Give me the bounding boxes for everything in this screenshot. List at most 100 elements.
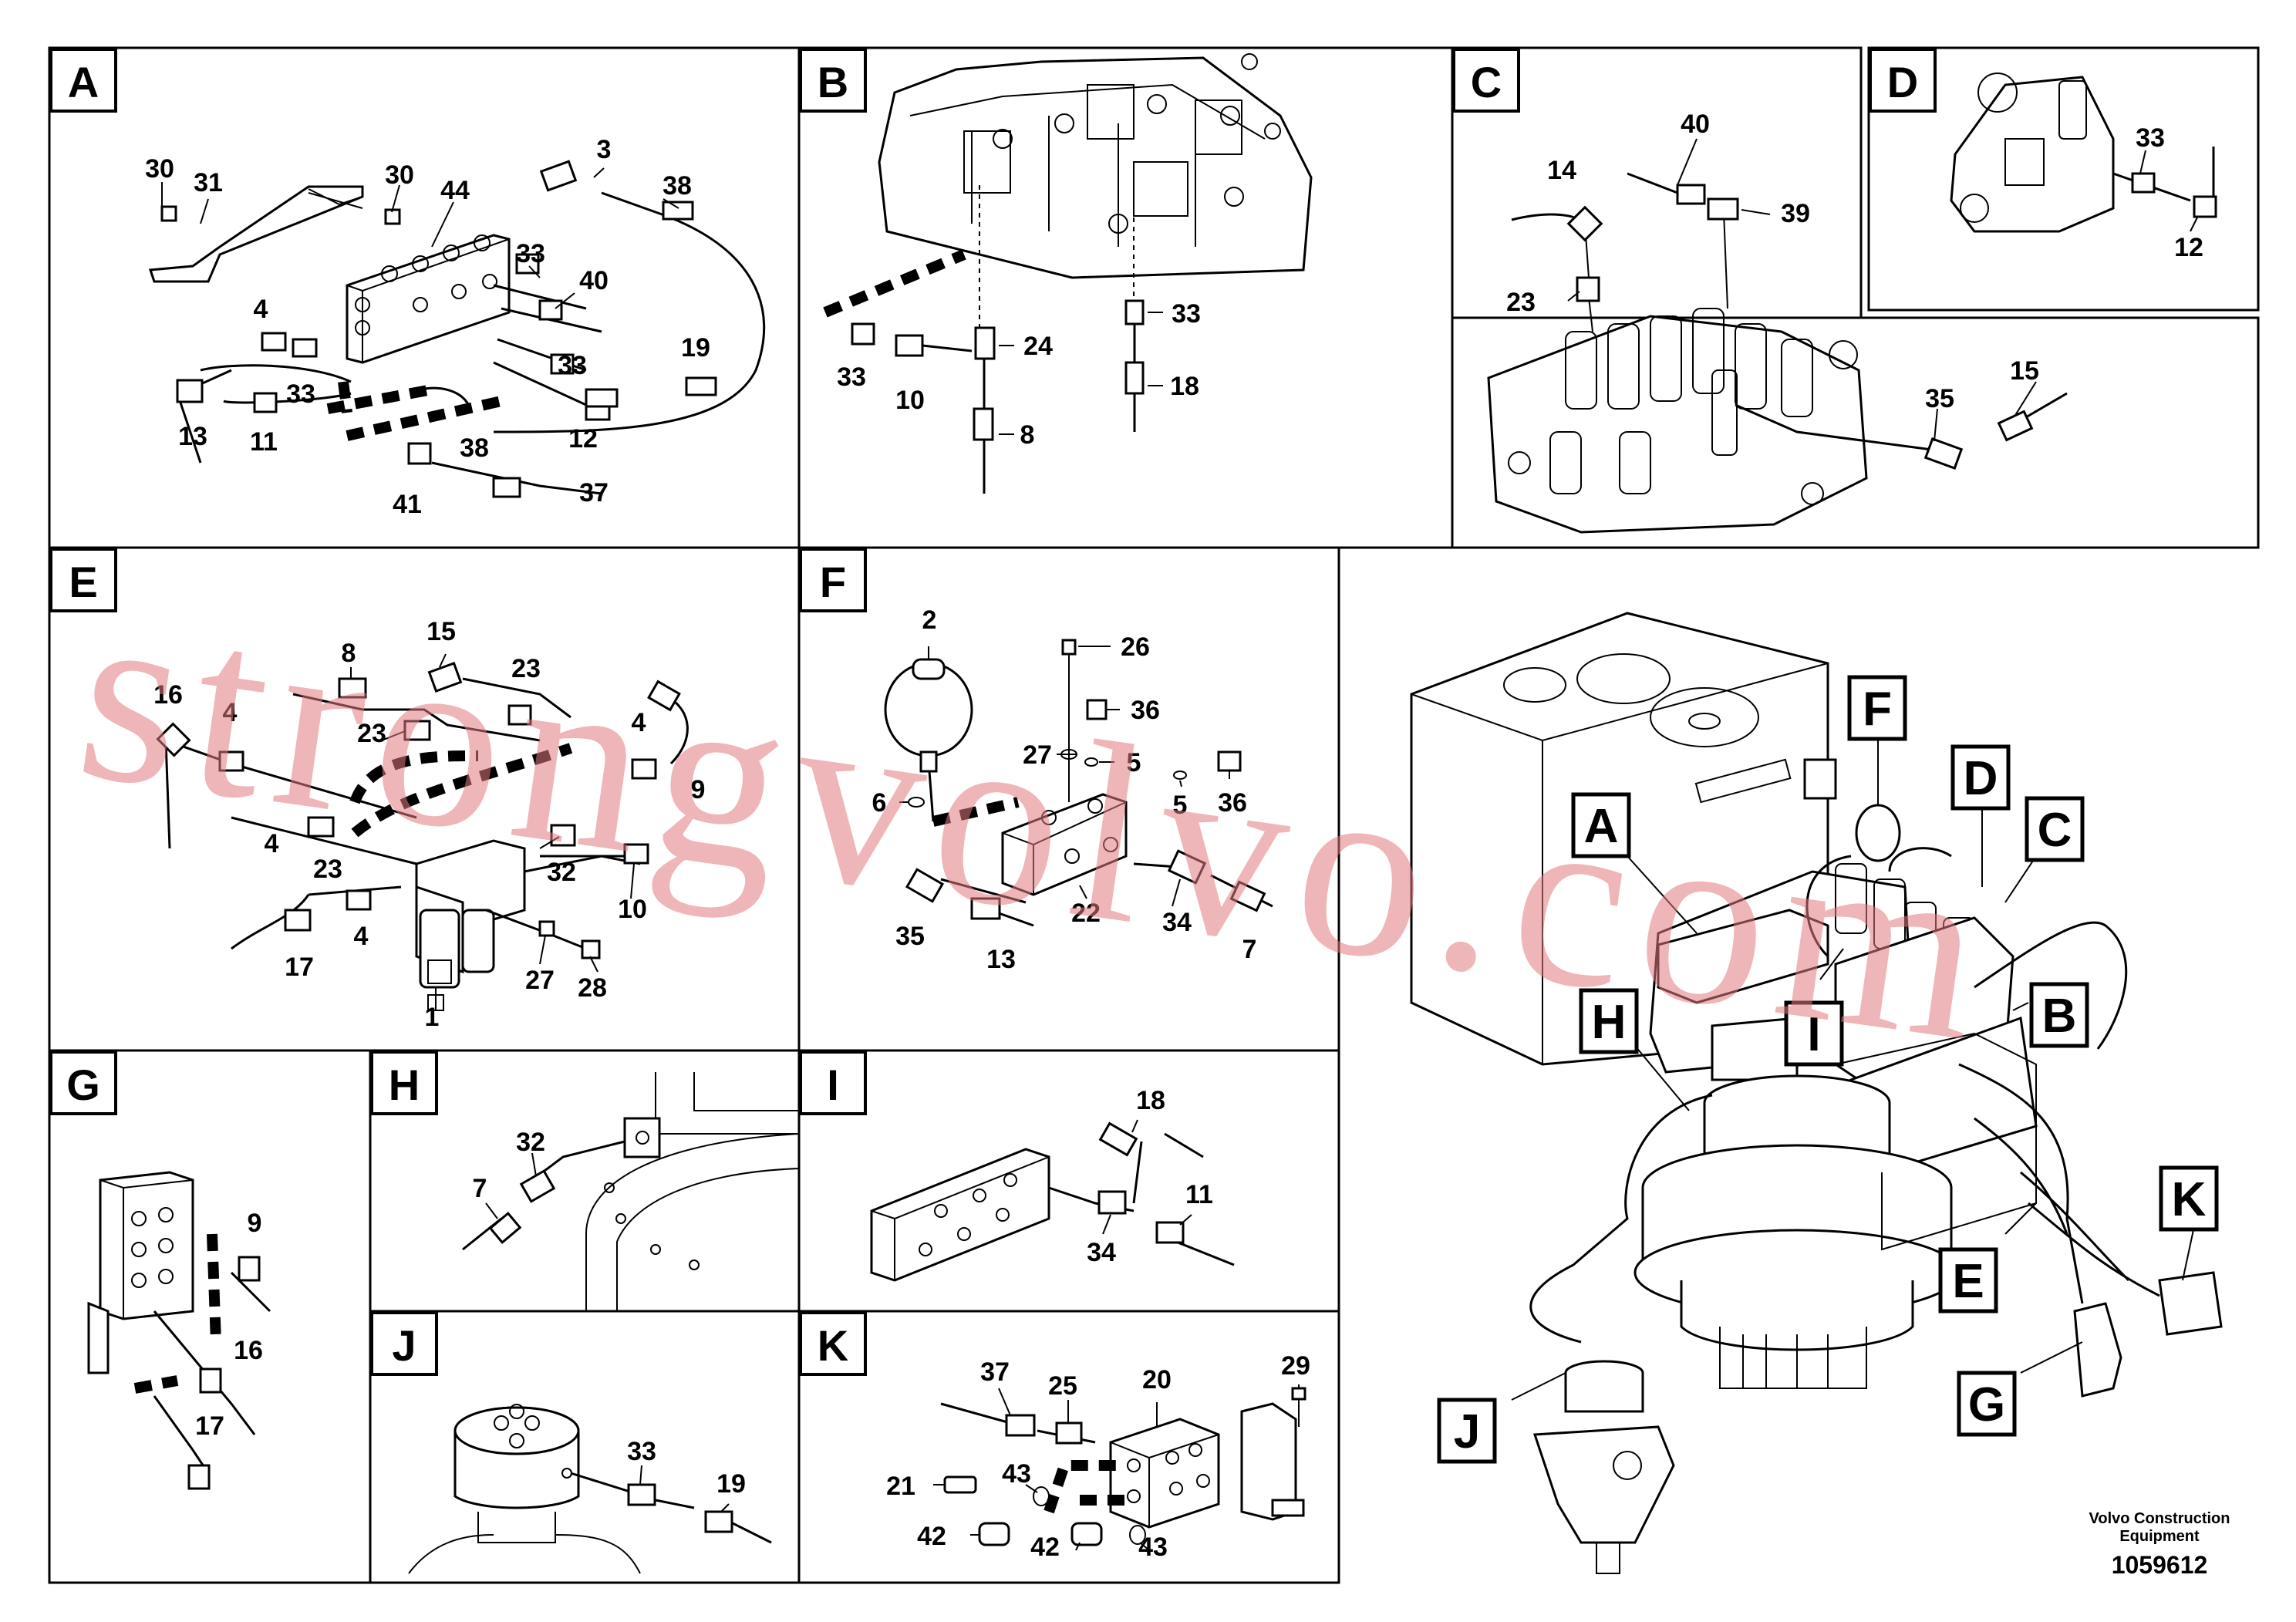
callout-a-31: 31	[194, 168, 223, 197]
callout-e-32: 32	[547, 858, 576, 887]
callout-b-24: 24	[1023, 332, 1053, 361]
callout-k-42b: 42	[1030, 1533, 1060, 1562]
panel-j-letter: J	[392, 1321, 416, 1370]
callout-c-35: 35	[1925, 384, 1954, 413]
callout-g-17: 17	[195, 1411, 224, 1441]
footer-company: Volvo Construction	[2089, 1510, 2230, 1527]
callout-k-20: 20	[1142, 1365, 1172, 1394]
callout-a-38a: 38	[663, 171, 692, 201]
callout-a-30b: 30	[385, 160, 414, 190]
callout-i-18: 18	[1136, 1086, 1165, 1115]
callout-e-4b: 4	[632, 708, 646, 737]
panel-h: H 32 7	[369, 1049, 801, 1313]
callout-a-4: 4	[254, 295, 268, 324]
panel-i-letter: I	[827, 1061, 839, 1109]
overview-assembly: F D A C H I B K E G J	[1410, 612, 2223, 1574]
callout-f-5a: 5	[1127, 748, 1141, 777]
callout-k-43b: 43	[1138, 1533, 1168, 1562]
callout-k-21: 21	[886, 1472, 915, 1501]
callout-a-12: 12	[568, 424, 598, 454]
panel-e: E	[48, 546, 801, 1052]
panel-e-letter: E	[69, 558, 97, 606]
callout-a-41: 41	[393, 490, 422, 519]
panel-c: C 40 14 39 23 35 15	[1451, 46, 2260, 549]
callout-e-28: 28	[578, 973, 607, 1003]
overview-label-j: J	[1454, 1405, 1480, 1458]
overview-label-i: I	[1807, 1008, 1820, 1061]
callout-e-8: 8	[342, 639, 356, 668]
callout-d-12: 12	[2174, 233, 2203, 262]
callout-k-43a: 43	[1002, 1459, 1031, 1489]
callout-c-15: 15	[2010, 356, 2039, 386]
callout-e-10: 10	[618, 895, 647, 924]
callout-b-10: 10	[895, 386, 925, 415]
panel-i: I 18 11 34	[797, 1049, 1340, 1313]
callout-a-33a: 33	[516, 239, 545, 268]
panel-a-letter: A	[68, 58, 99, 106]
callout-c-23: 23	[1506, 288, 1536, 317]
panel-d-letter: D	[1887, 58, 1918, 106]
panel-j: J 33 19	[369, 1310, 801, 1584]
panel-g: G 9 16 17	[48, 1049, 372, 1584]
callout-a-40: 40	[579, 266, 609, 295]
panel-d: D 33 12	[1867, 46, 2260, 312]
callout-e-17: 17	[285, 953, 314, 982]
callout-a-3: 3	[597, 135, 612, 164]
callout-e-9: 9	[691, 775, 706, 804]
callout-e-1: 1	[425, 1003, 440, 1032]
overview-label-f: F	[1863, 683, 1892, 736]
callout-f-26: 26	[1121, 632, 1150, 662]
panel-g-letter: G	[66, 1061, 100, 1109]
callout-f-22: 22	[1071, 899, 1101, 928]
overview-label-d: D	[1964, 752, 1998, 805]
panel-c-letter: C	[1471, 58, 1502, 106]
callout-c-40: 40	[1681, 110, 1710, 139]
callout-f-5b: 5	[1173, 791, 1188, 820]
footer: Volvo Construction Equipment 1059612	[2089, 1510, 2230, 1579]
callout-b-18: 18	[1170, 372, 1199, 401]
callout-f-6: 6	[872, 788, 887, 818]
callout-j-33: 33	[627, 1437, 656, 1466]
callout-b-8: 8	[1020, 420, 1035, 450]
callout-f-35: 35	[895, 922, 925, 951]
callout-e-27: 27	[525, 966, 555, 995]
overview-label-a: A	[1584, 800, 1619, 853]
callout-f-13: 13	[986, 945, 1016, 974]
callout-d-33: 33	[2136, 123, 2165, 153]
callout-f-27: 27	[1023, 740, 1052, 770]
callout-j-19: 19	[716, 1469, 746, 1499]
overview-label-k: K	[2172, 1173, 2207, 1226]
panel-f-letter: F	[820, 558, 846, 606]
callout-h-32: 32	[516, 1128, 545, 1157]
callout-e-4d: 4	[354, 922, 369, 951]
callout-g-16: 16	[234, 1336, 263, 1365]
callout-e-15: 15	[426, 617, 456, 646]
drawing-number: 1059612	[2112, 1551, 2208, 1579]
callout-a-30a: 30	[145, 154, 174, 184]
callout-i-11: 11	[1185, 1180, 1213, 1209]
callout-i-34: 34	[1087, 1238, 1116, 1267]
callout-f-36b: 36	[1218, 788, 1247, 818]
callout-a-37: 37	[579, 478, 609, 508]
callout-k-25: 25	[1048, 1371, 1077, 1401]
callout-e-4a: 4	[223, 698, 238, 727]
callout-k-42a: 42	[917, 1522, 946, 1551]
panel-b-letter: B	[818, 58, 848, 106]
callout-e-23a: 23	[511, 654, 541, 683]
callout-b-33a: 33	[1172, 299, 1201, 329]
callout-f-7: 7	[1242, 935, 1257, 964]
callout-c-14: 14	[1547, 156, 1576, 185]
panel-f: F 2	[797, 546, 1340, 1052]
callout-c-39: 39	[1781, 199, 1810, 228]
callout-k-37: 37	[980, 1357, 1010, 1387]
panel-b: B 24 33 18 33 10 8	[797, 46, 1454, 549]
callout-a-11: 11	[250, 427, 278, 457]
callout-a-13: 13	[178, 422, 207, 451]
callout-a-33c: 33	[558, 351, 587, 380]
overview-label-h: H	[1592, 996, 1627, 1049]
callout-f-2: 2	[922, 605, 937, 635]
panel-h-letter: H	[389, 1061, 420, 1109]
callout-f-36a: 36	[1131, 696, 1160, 725]
callout-h-7: 7	[473, 1174, 487, 1203]
callout-g-9: 9	[248, 1209, 262, 1238]
